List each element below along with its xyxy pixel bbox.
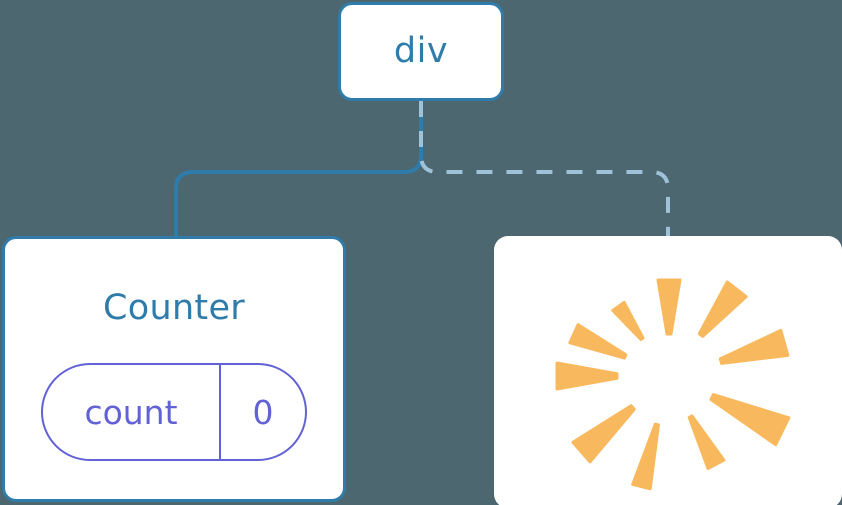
state-value-label: 0 <box>252 392 274 432</box>
burst-ray-4 <box>555 361 619 391</box>
burst-ray-10 <box>697 280 748 338</box>
node-div[interactable]: div <box>338 2 504 101</box>
edge-div-to-burst <box>419 101 670 236</box>
burst-ray-9 <box>718 328 790 365</box>
burst-ray-8 <box>709 393 791 447</box>
edge-div-to-counter <box>174 101 423 236</box>
render-burst-icon <box>555 278 791 491</box>
node-div-label: div <box>393 31 449 71</box>
burst-ray-2 <box>611 300 645 341</box>
state-pill-count[interactable]: count 0 <box>41 363 307 461</box>
burst-ray-3 <box>568 323 628 360</box>
burst-ray-5 <box>571 404 636 464</box>
burst-ray-7 <box>687 414 726 470</box>
node-render-burst[interactable] <box>494 236 842 505</box>
burst-ray-6 <box>631 422 660 491</box>
node-counter-label: Counter <box>103 288 245 328</box>
burst-ray-1 <box>656 278 682 336</box>
state-key-label: count <box>43 365 221 459</box>
node-counter[interactable]: Counter count 0 <box>2 236 346 502</box>
